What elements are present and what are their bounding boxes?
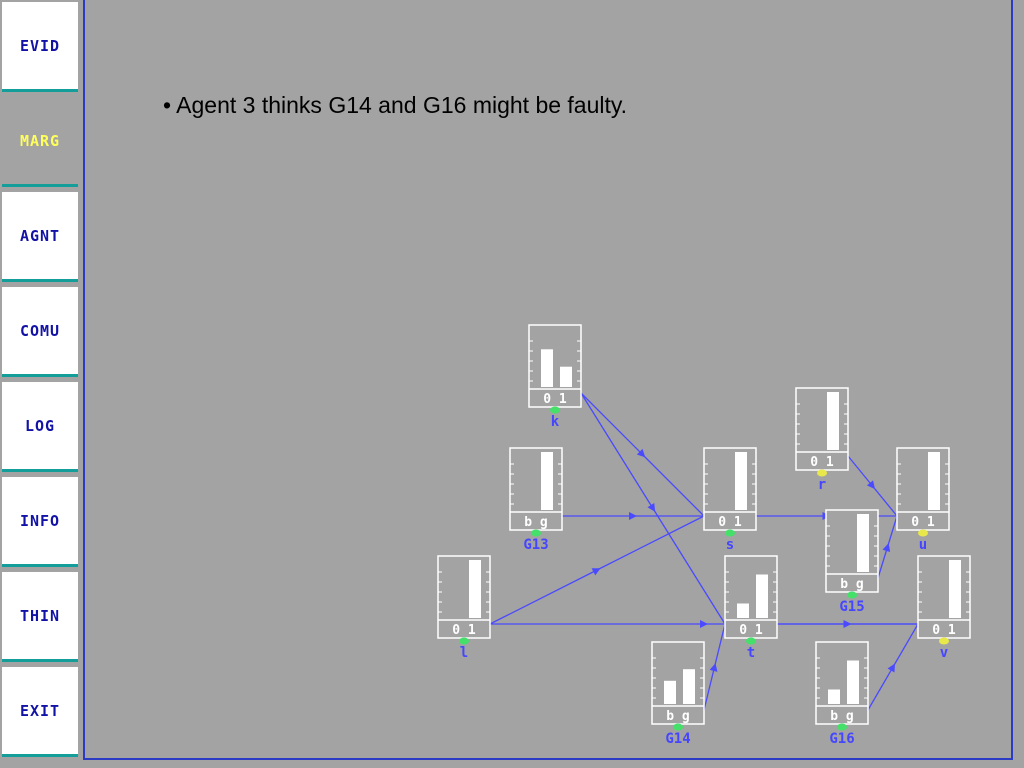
node-label: s [726, 537, 734, 553]
sidebar-button-exit[interactable]: EXIT [2, 667, 78, 757]
bar-v-1 [949, 560, 961, 618]
node-label: t [747, 645, 755, 661]
edge-r-u [847, 455, 898, 517]
bar-G16-1 [847, 660, 859, 704]
bar-u-1 [928, 452, 940, 510]
node-G13[interactable]: b g G13 [509, 447, 563, 553]
node-state-dot [918, 529, 928, 537]
edge-G14-t [703, 623, 726, 711]
sidebar-button-comu[interactable]: COMU [2, 287, 78, 377]
node-axis-label: b g [840, 577, 863, 592]
node-r[interactable]: 0 1 r [795, 387, 849, 493]
node-label: r [818, 477, 826, 493]
node-label: l [460, 645, 468, 661]
bar-G14-1 [683, 669, 695, 704]
main-frame [83, 0, 1013, 760]
node-state-dot [459, 637, 469, 645]
bar-r-1 [827, 392, 839, 450]
node-axis-label: 0 1 [810, 455, 834, 470]
node-axis-label: b g [830, 709, 853, 724]
node-axis-label: 0 1 [452, 623, 476, 638]
bar-k-0 [541, 349, 553, 387]
node-G15[interactable]: b g G15 [825, 509, 879, 615]
sidebar-button-log[interactable]: LOG [2, 382, 78, 472]
node-axis-label: b g [666, 709, 689, 724]
bar-G16-0 [828, 689, 840, 704]
node-u[interactable]: 0 1 u [896, 447, 950, 553]
node-state-dot [817, 469, 827, 477]
node-label: v [940, 645, 948, 661]
node-G14[interactable]: b g G14 [651, 641, 705, 747]
bar-t-0 [737, 603, 749, 618]
sidebar-button-thin[interactable]: THIN [2, 572, 78, 662]
edge-k-t [580, 392, 726, 625]
node-axis-label: 0 1 [932, 623, 956, 638]
node-axis-label: 0 1 [543, 392, 567, 407]
sidebar-button-marg[interactable]: MARG [2, 97, 78, 187]
sidebar-button-agnt[interactable]: AGNT [2, 192, 78, 282]
node-state-dot [939, 637, 949, 645]
node-axis-label: b g [524, 515, 547, 530]
node-axis-label: 0 1 [739, 623, 763, 638]
bar-l-1 [469, 560, 481, 618]
node-state-dot [837, 723, 847, 731]
edge-G15-u [877, 515, 898, 579]
node-label: k [551, 414, 560, 430]
node-G16[interactable]: b g G16 [815, 641, 869, 747]
edge-l-s [489, 515, 705, 625]
bar-G13-1 [541, 452, 553, 510]
node-axis-label: 0 1 [718, 515, 742, 530]
node-s[interactable]: 0 1 s [703, 447, 757, 553]
node-state-dot [673, 723, 683, 731]
node-state-dot [725, 529, 735, 537]
node-v[interactable]: 0 1 v [917, 555, 971, 661]
bar-G15-1 [857, 514, 869, 572]
bar-s-1 [735, 452, 747, 510]
node-l[interactable]: 0 1 l [437, 555, 491, 661]
node-label: G16 [829, 731, 854, 747]
bar-t-1 [756, 574, 768, 618]
node-label: G14 [665, 731, 690, 747]
node-label: G15 [839, 599, 864, 615]
node-k[interactable]: 0 1 k [528, 324, 582, 430]
bar-k-1 [560, 366, 572, 387]
bullet-text: • Agent 3 thinks G14 and G16 might be fa… [163, 92, 628, 118]
node-state-dot [550, 406, 560, 414]
node-label: u [919, 537, 927, 553]
bar-G14-0 [664, 680, 676, 704]
edge-k-s [580, 392, 705, 517]
edge-G16-v [867, 623, 919, 711]
sidebar-button-evid[interactable]: EVID [2, 2, 78, 92]
node-state-dot [746, 637, 756, 645]
node-state-dot [847, 591, 857, 599]
node-t[interactable]: 0 1 t [724, 555, 778, 661]
sidebar-button-info[interactable]: INFO [2, 477, 78, 567]
node-state-dot [531, 529, 541, 537]
node-axis-label: 0 1 [911, 515, 935, 530]
node-label: G13 [523, 537, 548, 553]
